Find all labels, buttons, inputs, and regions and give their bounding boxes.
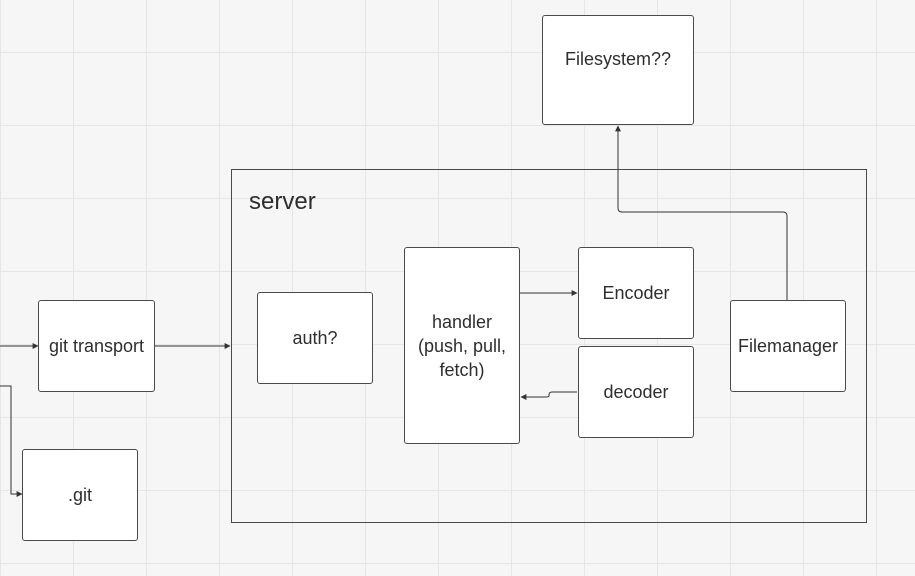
git-transport-node[interactable]: git transport [38,300,155,392]
edge-decoder-to-handler [520,391,577,400]
server-frame[interactable]: server [231,169,867,523]
edge-filemanager-to-filesystem [615,125,788,300]
edge-left-to-dot-git [0,385,23,497]
auth-label: auth? [292,328,338,348]
auth-node[interactable]: auth? [257,292,373,384]
handler-node[interactable]: handler (push, pull, fetch) [404,247,520,444]
filesystem-node[interactable]: Filesystem?? [542,15,694,125]
dot-git-node[interactable]: .git [22,449,138,541]
handler-label: handler (push, pull, fetch) [417,312,507,380]
decoder-node[interactable]: decoder [578,346,694,438]
encoder-label: Encoder [602,283,670,303]
server-frame-title: server [249,188,316,215]
dot-git-label: .git [67,485,92,505]
git-transport-label: git transport [48,336,145,356]
decoder-label: decoder [603,382,669,402]
filesystem-label: Filesystem?? [564,49,672,69]
encoder-node[interactable]: Encoder [578,247,694,339]
filemanager-label: Filemanager [737,336,839,356]
filemanager-node[interactable]: Filemanager [730,300,846,392]
